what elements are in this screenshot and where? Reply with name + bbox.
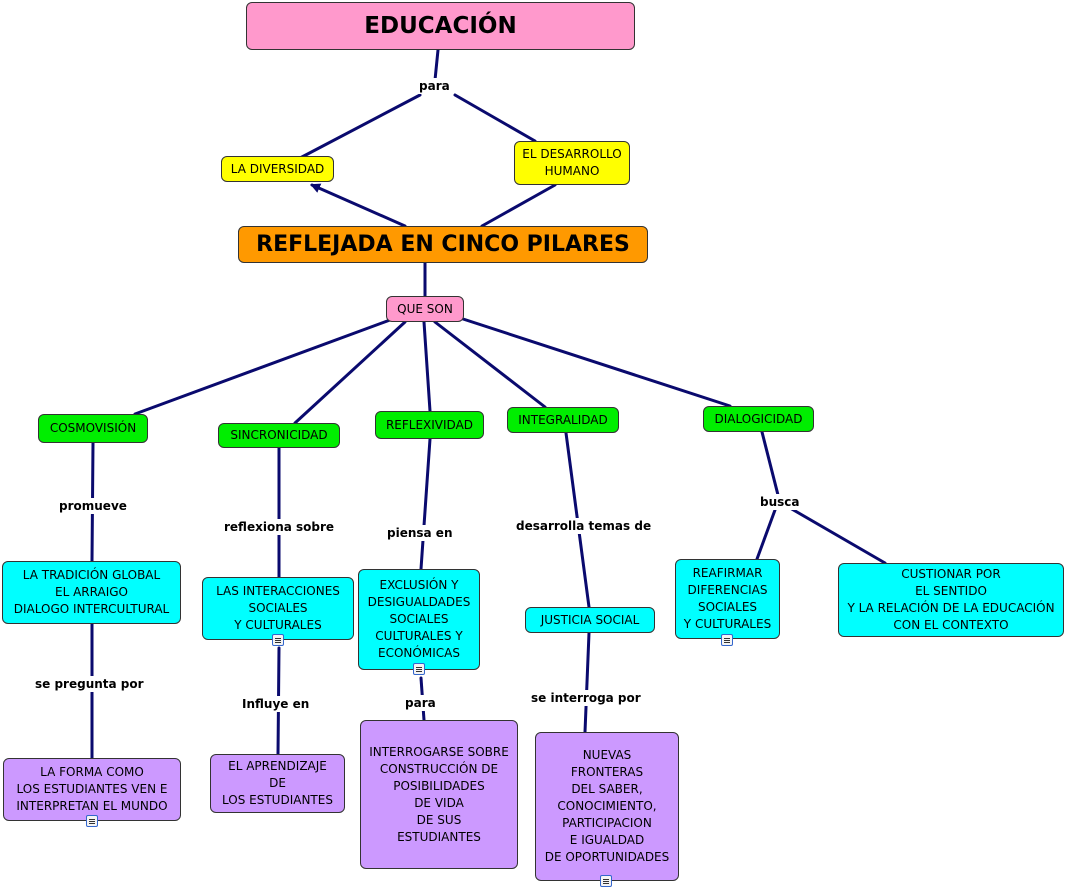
link-reflexividad-exclusion bbox=[419, 437, 432, 571]
node-que-son[interactable]: QUE SON bbox=[386, 296, 464, 322]
note-icon[interactable] bbox=[413, 663, 425, 675]
note-icon[interactable] bbox=[86, 815, 98, 827]
label-desarrolla-temas: desarrolla temas de bbox=[513, 518, 655, 534]
label-se-pregunta-por: se pregunta por bbox=[32, 676, 147, 692]
node-fronteras[interactable]: NUEVAS FRONTERAS DEL SABER, CONOCIMIENTO… bbox=[535, 732, 679, 881]
label-promueve: promueve bbox=[56, 498, 130, 514]
node-sincronicidad[interactable]: SINCRONICIDAD bbox=[218, 423, 340, 448]
node-integralidad[interactable]: INTEGRALIDAD bbox=[507, 407, 619, 433]
node-exclusion[interactable]: EXCLUSIÓN Y DESIGUALDADES SOCIALES CULTU… bbox=[358, 569, 480, 670]
node-aprendizaje[interactable]: EL APRENDIZAJE DE LOS ESTUDIANTES bbox=[210, 754, 345, 813]
link-busca-reafirmar bbox=[755, 508, 777, 561]
node-diversidad[interactable]: LA DIVERSIDAD bbox=[221, 156, 334, 182]
label-busca: busca bbox=[757, 494, 803, 510]
node-forma-como[interactable]: LA FORMA COMO LOS ESTUDIANTES VEN E INTE… bbox=[3, 758, 181, 821]
node-reafirmar[interactable]: REAFIRMAR DIFERENCIAS SOCIALES Y CULTURA… bbox=[675, 559, 780, 639]
link-queson-sincronicidad bbox=[293, 320, 407, 425]
node-reflexividad[interactable]: REFLEXIVIDAD bbox=[375, 411, 484, 439]
label-para-1: para bbox=[416, 78, 453, 94]
note-icon[interactable] bbox=[600, 875, 612, 887]
link-queson-integralidad bbox=[433, 320, 547, 409]
link-justicia-fronteras bbox=[583, 631, 591, 734]
link-pilares-desarrollo bbox=[480, 183, 557, 228]
link-para-desarrollo bbox=[453, 93, 537, 143]
node-cuestionar[interactable]: CUSTIONAR POR EL SENTIDO Y LA RELACIÓN D… bbox=[838, 563, 1064, 637]
node-educacion[interactable]: EDUCACIÓN bbox=[246, 2, 635, 50]
node-desarrollo-humano[interactable]: EL DESARROLLO HUMANO bbox=[514, 141, 630, 185]
link-pilares-diversidad bbox=[310, 183, 407, 228]
note-icon[interactable] bbox=[272, 634, 284, 646]
node-cinco-pilares[interactable]: REFLEJADA EN CINCO PILARES bbox=[238, 226, 648, 263]
node-interacciones[interactable]: LAS INTERACCIONES SOCIALES Y CULTURALES bbox=[202, 577, 354, 640]
node-cosmovision[interactable]: COSMOVISIÓN bbox=[38, 414, 148, 443]
node-justicia-social[interactable]: JUSTICIA SOCIAL bbox=[525, 607, 655, 633]
link-dialogicidad-busca bbox=[760, 430, 780, 497]
link-queson-dialogicidad bbox=[458, 316, 732, 408]
link-queson-cosmovision bbox=[133, 318, 392, 416]
link-educacion-para bbox=[433, 48, 440, 82]
link-queson-reflexividad bbox=[422, 320, 432, 413]
label-para-2: para bbox=[402, 695, 439, 711]
link-para-diversidad bbox=[298, 93, 422, 160]
node-tradicion-global[interactable]: LA TRADICIÓN GLOBAL EL ARRAIGO DIALOGO I… bbox=[2, 561, 181, 624]
label-reflexiona-sobre: reflexiona sobre bbox=[221, 519, 338, 535]
label-piensa-en: piensa en bbox=[384, 525, 456, 541]
link-busca-cuestionar bbox=[788, 506, 887, 565]
label-se-interroga-por: se interroga por bbox=[528, 690, 644, 706]
label-influye-en: Influye en bbox=[239, 696, 313, 712]
node-dialogicidad[interactable]: DIALOGICIDAD bbox=[703, 406, 814, 432]
note-icon[interactable] bbox=[721, 634, 733, 646]
node-interrogarse[interactable]: INTERROGARSE SOBRE CONSTRUCCIÓN DE POSIB… bbox=[360, 720, 518, 869]
